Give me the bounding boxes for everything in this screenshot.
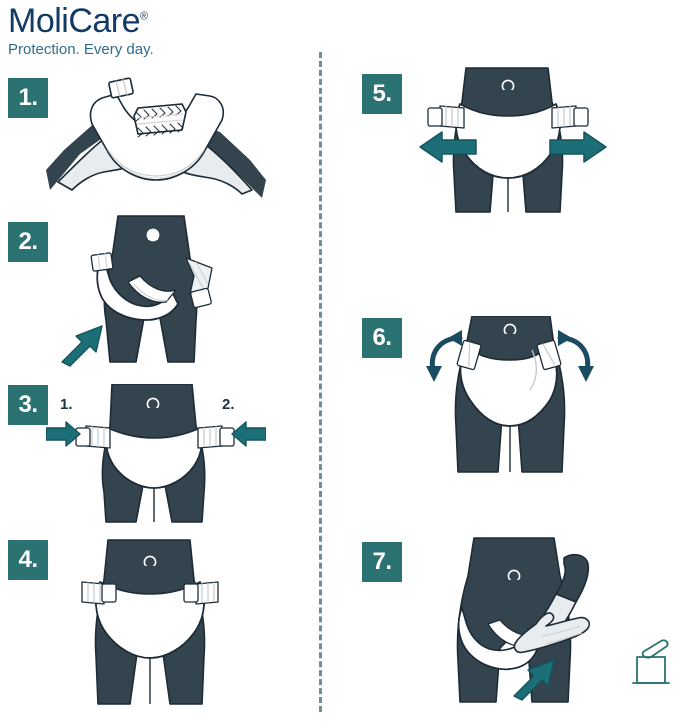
arrow-left-teal [231,421,267,447]
column-divider [319,52,322,712]
arrow-right-teal-step5 [548,130,608,169]
arrowhead-left-navy [448,330,462,346]
trash-bin-open-lid-icon [632,639,670,684]
arrow-right-teal [45,421,81,447]
brand-tagline: Protection. Every day. [8,41,154,58]
step-3-sublabel-1: 1. [60,396,73,413]
arrow-up-right-teal [61,325,103,367]
brand-name: MoliCare® [8,4,154,38]
step-badge-5: 5. [362,74,402,114]
brand-name-text: MoliCare [8,2,141,40]
step-badge-3: 3. [8,385,48,425]
illustration-step-2 [56,214,246,379]
brand-logo: MoliCare® Protection. Every day. [8,4,154,57]
illustration-step-7 [418,536,638,711]
disposal-bin-container [631,639,671,690]
arrowhead-left-navy-tail [426,366,442,382]
arrowhead-right-navy-tail [578,366,594,382]
illustration-step-4 [60,534,250,714]
step-3-sublabel-2: 2. [222,396,235,413]
step-badge-4: 4. [8,540,48,580]
illustration-step-5 [418,66,608,221]
step-badge-7: 7. [362,542,402,582]
illustration-step-1 [46,72,266,207]
step-badge-6: 6. [362,318,402,358]
illustration-step-6 [418,315,608,481]
arrow-left-teal-step5 [418,130,478,169]
illustration-step-3 [45,383,267,529]
arrow-up-right-teal-step7 [513,659,555,701]
registered-mark: ® [140,10,148,23]
step-badge-2: 2. [8,222,48,262]
step-badge-1: 1. [8,78,48,118]
arrowhead-right-navy [558,330,572,346]
